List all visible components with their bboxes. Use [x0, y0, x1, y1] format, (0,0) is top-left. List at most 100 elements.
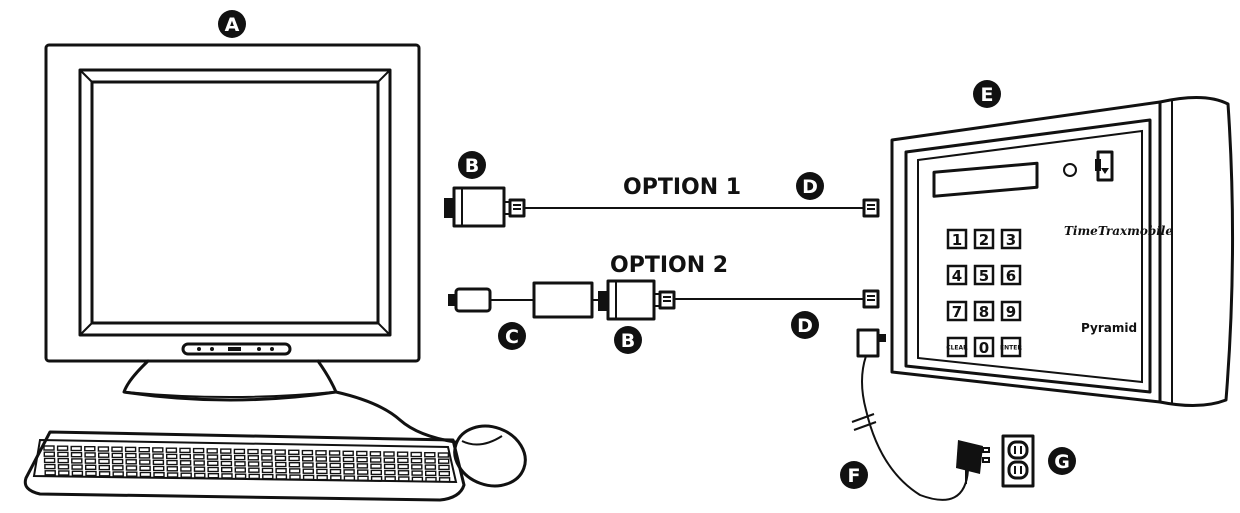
badge-e: E — [973, 80, 1001, 108]
keyboard-key — [343, 463, 355, 469]
keyboard-key — [43, 445, 55, 451]
badge-f: F — [840, 461, 868, 489]
svg-text:8: 8 — [979, 303, 989, 321]
badge-d-option1: D — [796, 172, 824, 200]
keypad-key: 0 — [973, 336, 995, 358]
keyboard-key — [166, 459, 178, 466]
svg-text:CLEAR: CLEAR — [946, 345, 968, 352]
keyboard-key — [111, 458, 124, 465]
keyboard-key — [302, 462, 314, 468]
svg-text:2: 2 — [979, 231, 989, 249]
keyboard-key — [138, 453, 151, 459]
wall-outlet — [1001, 434, 1035, 488]
keyboard-key — [220, 467, 233, 473]
keyboard-key — [356, 457, 368, 463]
badge-d-option2: D — [791, 311, 819, 339]
keyboard-key — [233, 448, 246, 455]
keyboard-key — [152, 453, 164, 459]
keyboard-key — [288, 462, 301, 468]
keyboard-key — [315, 462, 328, 468]
keyboard-key — [370, 463, 382, 469]
badge-b-option1: B — [458, 151, 486, 179]
keyboard-key — [71, 458, 83, 464]
keyboard-key — [97, 446, 110, 452]
keyboard-key — [424, 464, 437, 470]
keyboard-key — [248, 473, 260, 480]
keypad-key: 3 — [1000, 228, 1022, 250]
badge-a: A — [218, 10, 246, 38]
svg-text:G: G — [1054, 451, 1070, 473]
keyboard-key — [315, 456, 327, 462]
keyboard-key — [425, 470, 437, 476]
keyboard-key — [98, 464, 111, 471]
keyboard-key — [194, 472, 206, 479]
keyboard-key — [84, 446, 96, 452]
keyboard-key — [329, 462, 341, 469]
keyboard-key — [56, 445, 69, 451]
keyboard-key — [206, 454, 219, 460]
keyboard-key — [220, 454, 232, 460]
svg-text:5: 5 — [979, 267, 989, 285]
svg-text:9: 9 — [1006, 303, 1016, 321]
keyboard-key — [193, 466, 206, 472]
option-1-label: OPTION 1 — [623, 175, 741, 200]
keyboard-key — [125, 452, 137, 459]
badge-c: C — [498, 322, 526, 350]
svg-text:A: A — [225, 14, 240, 36]
keyboard-key — [71, 470, 84, 476]
keyboard-key — [410, 451, 422, 458]
keyboard-key — [71, 464, 83, 470]
pyramid-logo: Pyramid — [1081, 321, 1137, 335]
keyboard-key — [425, 476, 437, 483]
keyboard-key — [328, 450, 341, 456]
keyboard-key — [261, 461, 273, 467]
keyboard-key — [85, 470, 97, 477]
keyboard-key — [330, 475, 342, 481]
keyboard-key — [247, 448, 259, 455]
keyboard-key — [383, 463, 396, 470]
badge-b-option2: B — [614, 326, 642, 354]
keyboard-key — [424, 452, 436, 458]
keyboard-key — [342, 450, 354, 456]
keyboard-key — [397, 457, 409, 464]
keyboard-key — [124, 446, 137, 453]
keyboard-key — [274, 449, 286, 455]
keyboard-key — [329, 468, 342, 475]
keyboard-key — [275, 461, 287, 468]
keyboard-key — [274, 455, 287, 461]
keyboard-key — [370, 475, 383, 482]
computer-keyboard — [23, 430, 466, 502]
keyboard-key — [275, 474, 288, 480]
keyboard-key — [342, 456, 355, 463]
keyboard-key — [438, 464, 450, 471]
keyboard-key — [70, 445, 82, 452]
svg-text:E: E — [981, 84, 994, 106]
keyboard-key — [234, 461, 246, 467]
keyboard-key — [207, 466, 219, 473]
keypad-key: CLEAR — [946, 336, 968, 358]
keyboard-key — [438, 458, 450, 464]
keyboard-key — [233, 454, 246, 461]
svg-text:1: 1 — [952, 231, 962, 249]
keyboard-key — [98, 471, 111, 477]
keyboard-key — [152, 465, 165, 472]
keyboard-key — [248, 467, 260, 473]
keyboard-key — [152, 459, 165, 465]
keyboard-key — [383, 457, 395, 463]
keyboard-key — [179, 460, 192, 466]
keyboard-key — [111, 446, 123, 452]
keyboard-key — [192, 447, 205, 454]
keyboard-key — [302, 468, 314, 474]
keyboard-key — [193, 454, 205, 460]
keyboard-key — [179, 447, 191, 454]
keyboard-key — [396, 451, 409, 457]
keyboard-key — [58, 470, 70, 476]
keyboard-key — [139, 459, 151, 465]
keyboard-key — [315, 450, 327, 456]
keyboard-key — [261, 467, 274, 474]
keyboard-key — [410, 458, 423, 464]
keyboard-key — [125, 465, 138, 471]
keyboard-key — [153, 472, 165, 478]
keyboard-key — [288, 449, 300, 455]
